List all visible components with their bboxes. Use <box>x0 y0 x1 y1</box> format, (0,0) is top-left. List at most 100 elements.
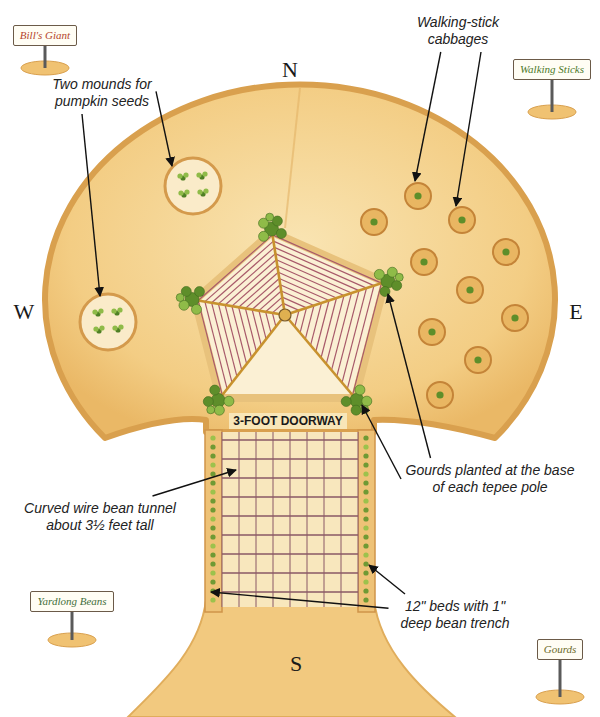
bean-seedling <box>363 435 368 440</box>
cabbage-mound <box>427 382 453 408</box>
callout-text: Gourds planted at the base of each tepee… <box>405 462 575 496</box>
cabbage-seedling <box>474 356 481 363</box>
cabbage-mound <box>419 319 445 345</box>
pumpkin-seedling <box>99 325 104 330</box>
cabbage-seedling <box>466 286 473 293</box>
tepee-string <box>316 300 329 351</box>
gourd-leaf <box>203 397 213 407</box>
gourd-leaf <box>214 405 224 415</box>
cabbage-mound <box>361 209 387 235</box>
cabbage-mound <box>449 207 475 233</box>
tepee-string <box>321 298 336 358</box>
compass-letter: W <box>14 300 35 324</box>
tunnel-hoop <box>222 439 358 440</box>
tepee-string <box>272 235 381 283</box>
tepee-string <box>311 303 322 345</box>
compass-letter: N <box>282 58 298 82</box>
pumpkin-seedling <box>111 308 116 313</box>
bean-seedling <box>363 462 368 467</box>
tepee-string <box>205 302 227 389</box>
callout-text: Curved wire bean tunnel about 3½ feet ta… <box>13 500 188 534</box>
compass-letter: S <box>290 652 302 676</box>
sign-posts <box>21 42 584 704</box>
leader-line <box>156 91 172 166</box>
tunnel-wire <box>239 432 240 607</box>
gourd-leaf <box>374 269 384 279</box>
bean-seedling <box>210 579 215 584</box>
leader-line <box>388 294 431 458</box>
cabbage-mound <box>405 183 431 209</box>
bean-seedling <box>363 453 368 458</box>
doorway-label: 3-FOOT DOORWAY <box>229 413 346 429</box>
tepee-string <box>342 288 366 383</box>
bean-seedling <box>363 588 368 593</box>
tunnel-hoop <box>222 496 358 497</box>
bean-seedling <box>210 552 215 557</box>
leader-line <box>153 470 237 496</box>
bean-seedling <box>363 480 368 485</box>
bean-seedling <box>363 570 368 575</box>
pumpkin-mound <box>165 158 221 214</box>
pumpkin-seedling <box>197 189 202 194</box>
compass-letter: E <box>569 300 582 324</box>
tepee-string <box>277 266 344 296</box>
cabbage-seedling <box>458 216 465 223</box>
tepee-string <box>281 291 314 306</box>
pumpkin-mound <box>80 294 136 350</box>
pumpkin-mounds <box>80 158 221 350</box>
tepee-pole <box>285 282 385 315</box>
sign-post <box>71 608 74 640</box>
tepee-string <box>347 286 374 389</box>
tepee-string <box>252 285 280 310</box>
tunnel-hoops <box>222 440 358 592</box>
tunnel-hoop <box>222 515 358 516</box>
bean-seedling <box>363 471 368 476</box>
tepee-string <box>266 312 271 333</box>
tepee-string <box>232 306 247 364</box>
pumpkin-seedling <box>93 326 98 331</box>
bean-seedling <box>210 507 215 512</box>
tunnel-hoop <box>222 534 358 535</box>
leader-line <box>82 114 100 296</box>
tepee-string <box>273 241 374 286</box>
gourd-leaf <box>395 273 403 281</box>
tepee-string <box>225 305 242 370</box>
gourd-leaf <box>355 385 365 395</box>
tunnel-wire <box>256 432 257 607</box>
bean-seedling <box>363 489 368 494</box>
sign-text: Walking Sticks <box>520 63 584 76</box>
bean-seedling <box>210 543 215 548</box>
tepee-string <box>300 308 306 333</box>
tepee-floor <box>195 232 385 398</box>
tepee-string <box>353 283 382 395</box>
bean-seedling <box>363 561 368 566</box>
garden-bed <box>45 84 555 438</box>
gourd-leaf <box>276 229 286 239</box>
pumpkin-seedling <box>92 309 97 314</box>
bean-seedling <box>210 453 215 458</box>
gourd-leaf <box>207 406 215 414</box>
callout-text: Two mounds for pumpkin seeds <box>52 76 152 110</box>
pumpkin-seedling <box>203 188 208 193</box>
tunnel-wire <box>324 432 325 607</box>
tepee-top <box>279 309 291 321</box>
garden-seam <box>285 88 300 228</box>
pumpkin-seedling <box>178 190 183 195</box>
tunnel-wire <box>222 432 223 607</box>
bean-seedling <box>210 480 215 485</box>
sign-text: Bill's Giant <box>20 29 70 42</box>
leader-line <box>456 52 481 206</box>
tepee-string <box>274 247 366 288</box>
bean-seedling <box>210 597 215 602</box>
bean-seedling <box>210 444 215 449</box>
cabbage-mound <box>411 249 437 275</box>
gourd-leaf <box>341 397 351 407</box>
callout-text: Walking-stick cabbages <box>401 14 516 48</box>
bean-seedling <box>363 498 368 503</box>
tunnel-wire <box>307 432 308 607</box>
pumpkin-seedling <box>183 172 188 177</box>
sign-text: Yardlong Beans <box>37 595 106 608</box>
bean-seedling <box>363 534 368 539</box>
tepee-string <box>259 311 266 339</box>
tunnel-hoop <box>222 477 358 478</box>
